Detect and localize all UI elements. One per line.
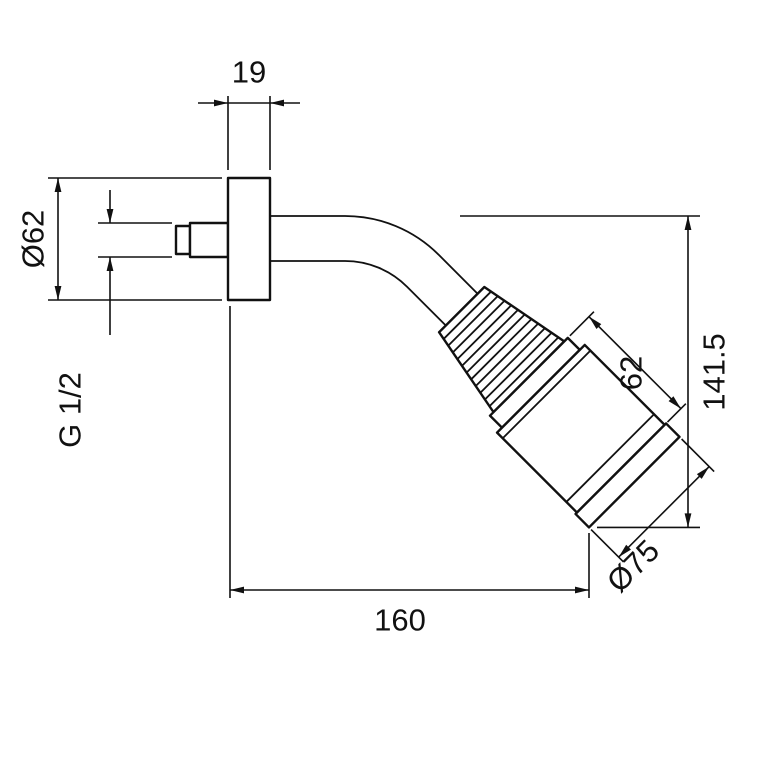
dim-overall-height: 141.5 [460, 215, 732, 529]
thread-stub [174, 221, 230, 259]
dim-label-overall-height: 141.5 [697, 333, 732, 411]
dim-horizontal-reach: 160 [229, 306, 590, 638]
dim-label-head-length: 62 [614, 356, 649, 390]
dim-plate-diameter: Ø62 [16, 177, 222, 301]
dim-label-thread-size: G 1/2 [53, 372, 88, 448]
dim-label-plate-width: 19 [232, 55, 266, 90]
angled-head-assembly [437, 285, 715, 563]
dim-plate-width: 19 [198, 55, 300, 170]
shower-arm [270, 215, 479, 327]
dim-label-horizontal-reach: 160 [374, 603, 426, 638]
wall-plate [226, 176, 272, 302]
dim-label-plate-diameter: Ø62 [16, 210, 51, 269]
head-face-rim [574, 422, 681, 529]
dim-label-face-diameter: Ø75 [600, 533, 666, 599]
dim-face-diameter-lines [590, 438, 715, 563]
shower-head-body [488, 336, 681, 529]
dim-thread-size: G 1/2 [53, 190, 172, 448]
dim-head-length-lines [569, 311, 687, 423]
